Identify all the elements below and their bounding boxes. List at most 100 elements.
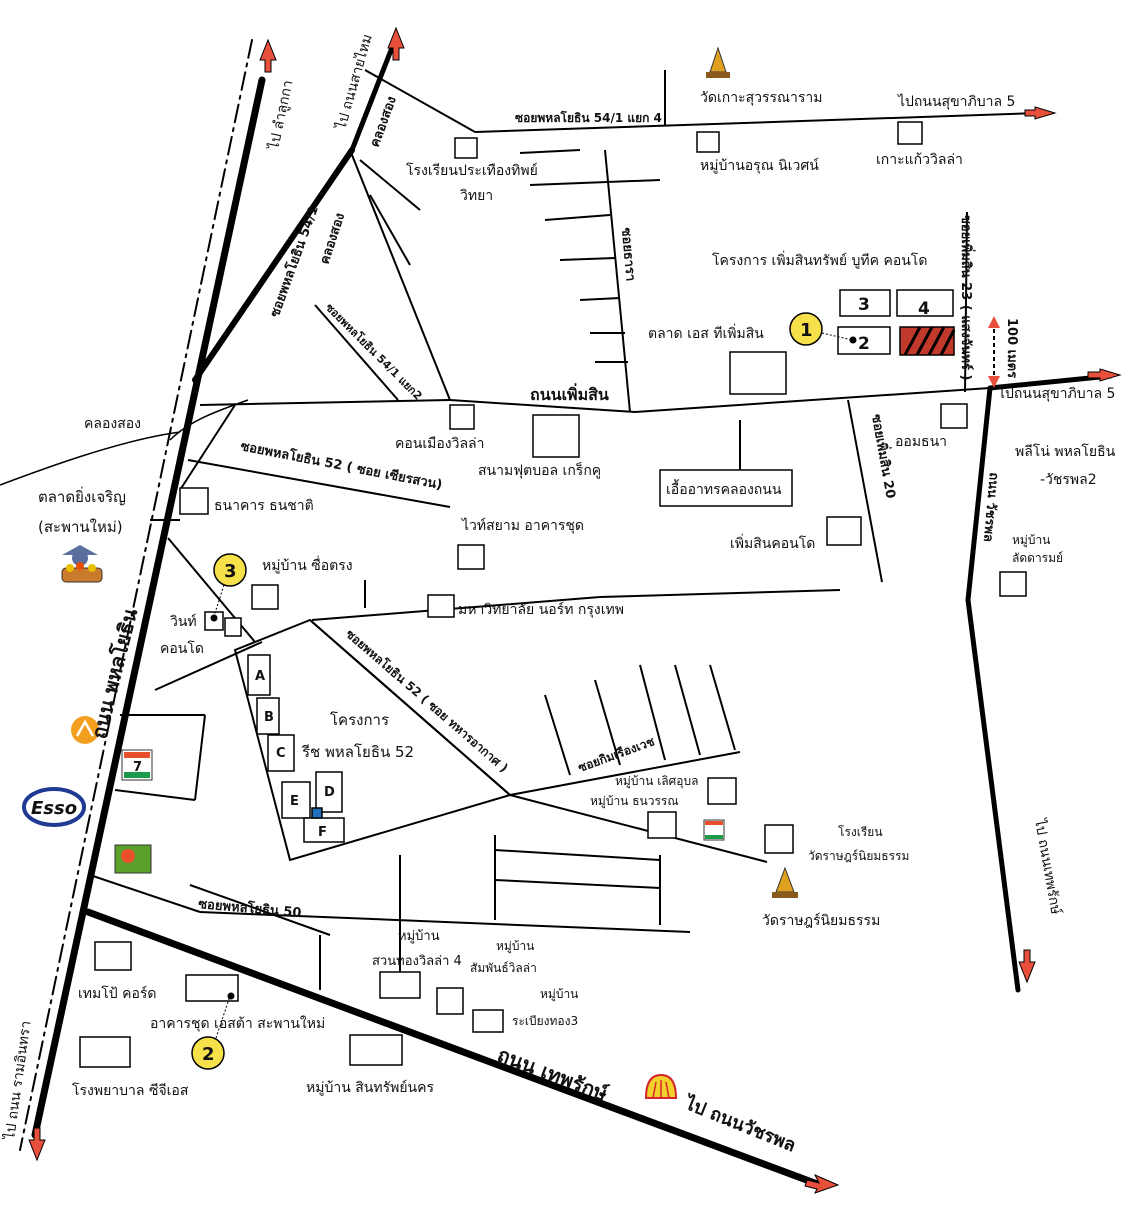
place-ko-kaew: เกาะแก้ววิลล่า — [876, 152, 963, 168]
distance-label: 100 เมตร — [1004, 318, 1019, 378]
direction-sukhaphiban-right: ไปถนนสุขาภิบาล 5 — [997, 385, 1115, 402]
place-hospital: โรงพยาบาล ซีจีเอส — [72, 1082, 189, 1099]
building-2-label: 2 — [858, 334, 870, 354]
road-soi-phoemsin20: ซอยเพิ่มสิน 20 — [868, 413, 901, 500]
direction-theparak: ไป ถนนเทพรักษ์ — [1031, 817, 1065, 916]
block-d-label: D — [324, 785, 335, 800]
direction-ram-intra: ไป ถนน รามอินทรา — [1, 1020, 35, 1142]
block-e — [281, 781, 311, 819]
rich-entrance — [311, 807, 323, 819]
block-f — [303, 817, 345, 843]
khlong-song-label-3: คลองสอง — [84, 416, 141, 432]
temple-icon — [772, 866, 798, 898]
rich-blocks — [247, 654, 345, 843]
block-b-label: B — [264, 710, 274, 725]
place-lat-darom-1: หมู่บ้าน — [1012, 533, 1050, 548]
place-samphan-1: หมู่บ้าน — [496, 939, 534, 954]
road-soi-54-1-y2: ซอยพหลโยธิน 54/1 แยก2 — [323, 300, 425, 402]
place-rabiang-2: ระเบียงทอง3 — [512, 1014, 578, 1028]
place-win-1: วินท์ — [170, 613, 197, 630]
svg-text:2: 2 — [202, 1044, 215, 1065]
block-e-label: E — [290, 794, 299, 809]
theparak-road — [84, 908, 824, 1189]
place-rich-2: รีช พหลโยธิน 52 — [301, 743, 414, 761]
market-vendor-icon — [61, 545, 103, 583]
direction-arrows — [28, 26, 1122, 1194]
khlong-song-label-2: คลองสอง — [318, 211, 349, 266]
place-suan-thong-2: สวนทองวิลล่า 4 — [372, 954, 462, 969]
place-lat-darom-2: ลัดดารมย์ — [1012, 551, 1063, 565]
direction-watcharaphon: ไป ถนนวัชรพล — [680, 1091, 799, 1156]
rich-project-area — [233, 618, 513, 862]
place-omthana: ออมธนา — [895, 434, 947, 450]
major-roads — [19, 37, 1113, 1189]
store-logo-icon — [114, 844, 152, 874]
road-sai-mai — [349, 37, 398, 153]
road-soi-phoemsin23: ซอยเพิ่มสิน 23 ( แสงจันทร์ ) — [958, 215, 976, 380]
bank-logo-icon — [71, 716, 99, 744]
place-school-wat-2: วัดราษฎร์นิยมธรรม — [808, 849, 909, 863]
marker-3-leader — [213, 584, 225, 617]
seven-eleven-icon: 7 — [121, 749, 153, 781]
road-soi-50: ซอยพหลโยธิน 50 — [198, 895, 302, 921]
arrow-ram-intra — [28, 1127, 46, 1162]
svg-text:3: 3 — [224, 561, 237, 582]
place-sue-trong: หมู่บ้าน ซื่อตรง — [262, 556, 353, 574]
place-win-2: คอนโด — [160, 640, 204, 657]
place-condo-s: อาคารชุด เอสต้า สะพานใหม่ — [150, 1015, 325, 1032]
block-f-label: F — [318, 825, 327, 840]
arrow-lam-luk-ka — [259, 38, 277, 73]
marker-2-dot — [227, 992, 235, 1000]
arrow-theparak — [804, 1173, 840, 1194]
place-pleno-2: -วัชรพล2 — [1040, 472, 1097, 488]
place-thanachart: ธนาคาร ธนชาติ — [214, 498, 314, 514]
place-samphan-2: สัมพันธ์วิลล่า — [470, 961, 537, 975]
esso-label: Esso — [31, 798, 77, 819]
building-3-label: 3 — [858, 295, 870, 315]
place-north-bkk-uni: มหาวิทยาลัย นอร์ท กรุงเทพ — [458, 601, 624, 618]
marker-1-dot — [849, 336, 857, 344]
block-a-label: A — [255, 669, 265, 684]
seven-eleven-icon — [703, 819, 725, 841]
marker-3-dot — [210, 614, 218, 622]
marker-3[interactable]: 3 — [213, 553, 247, 587]
svg-text:1: 1 — [800, 320, 813, 341]
minor-roads — [89, 69, 1041, 990]
phahon-centerline — [19, 39, 253, 1151]
place-market-ying-2: (สะพานใหม่) — [38, 518, 123, 536]
place-wat-rat: วัดราษฎร์นิยมธรรม — [762, 912, 880, 929]
place-rich-1: โครงการ — [330, 711, 389, 729]
block-a — [247, 654, 271, 696]
place-market-es: ตลาด เอส ทีเพิ่มสิน — [648, 324, 764, 342]
block-c-label: C — [276, 746, 286, 761]
block-c — [267, 734, 295, 772]
khlong-song-canal — [0, 431, 181, 486]
place-football: สนามฟุตบอล เกร็กคู — [478, 461, 601, 479]
building-4-label: 4 — [918, 299, 930, 319]
place-wat-ko: วัดเกาะสุวรรณาราม — [700, 90, 823, 106]
marker-2-leader — [215, 995, 231, 1039]
seven-label: 7 — [133, 760, 142, 775]
block-b — [256, 697, 280, 735]
road-soi-thara: ซอยธารา — [618, 227, 638, 282]
place-phoemsin-condo: เพิ่มสินคอนโด — [730, 534, 815, 552]
place-school-pra-2: วิทยา — [460, 188, 493, 204]
place-aroon: หมู่บ้านอรุณ นิเวศน์ — [700, 157, 819, 174]
place-school-wat-1: โรงเรียน — [838, 825, 883, 839]
road-theparak-label: ถนน เทพรักษ์ — [494, 1042, 611, 1106]
khlong-song-canal-2 — [169, 399, 249, 441]
marker-2[interactable]: 2 — [191, 1036, 225, 1070]
place-tempo: เทมโป้ คอร์ด — [78, 985, 156, 1002]
place-loet-udom: หมู่บ้าน เลิศอุบล — [615, 774, 698, 789]
block-d — [315, 771, 343, 813]
direction-sai-mai: ไป ถนนสายไหม — [332, 32, 376, 132]
direction-lam-luk-ka: ไป ลำลูกกา — [265, 79, 296, 152]
marker-1-leader — [821, 332, 853, 341]
place-suan-thong-1: หมู่บ้าน — [398, 929, 440, 944]
place-market-ying-1: ตลาดยิ่งเจริญ — [38, 486, 126, 506]
marker-1[interactable]: 1 — [789, 312, 823, 346]
building-boxes — [79, 121, 1027, 1068]
phoemsin-road — [192, 147, 355, 383]
place-rabiang-1: หมู่บ้าน — [540, 987, 578, 1002]
